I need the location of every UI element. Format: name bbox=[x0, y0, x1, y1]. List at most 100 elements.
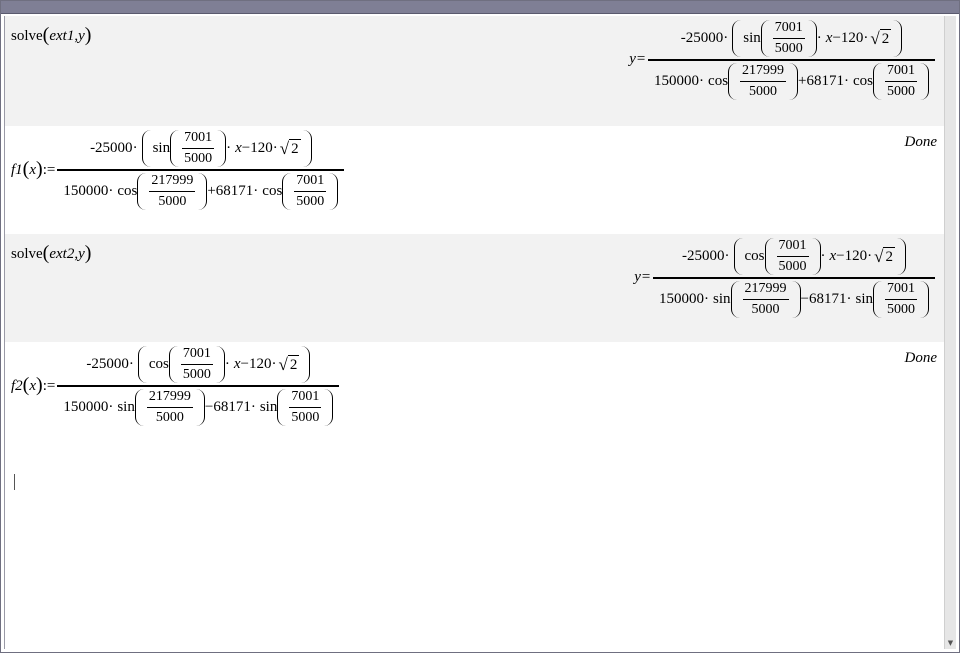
dot-operator: · bbox=[250, 398, 256, 415]
variable: x bbox=[29, 378, 37, 395]
angle-fraction: 7001 5000 bbox=[885, 63, 917, 100]
dot-operator: · bbox=[816, 30, 822, 46]
minus-operator: − bbox=[836, 248, 845, 264]
fraction-bar bbox=[57, 385, 340, 387]
fraction-numerator: 217999 bbox=[148, 388, 191, 404]
angle-fraction: 7001 5000 bbox=[885, 281, 917, 318]
trig-function: cos bbox=[117, 182, 138, 199]
paren-open: ( bbox=[22, 374, 30, 397]
coefficient: 120 bbox=[844, 248, 868, 264]
coefficient: -25000 bbox=[680, 30, 724, 46]
paren-close: ) bbox=[36, 374, 43, 397]
argument-expression: ext2 bbox=[49, 246, 75, 262]
dot-operator: · bbox=[128, 356, 134, 372]
dot-operator: · bbox=[844, 72, 849, 89]
command-input[interactable]: solve(ext2,y) bbox=[11, 242, 91, 265]
fraction-numerator: 7001 bbox=[887, 62, 915, 78]
coefficient: 150000 bbox=[63, 182, 109, 199]
minus-operator: − bbox=[832, 30, 841, 46]
argument-separator: , bbox=[74, 246, 79, 262]
plus-operator: + bbox=[207, 182, 216, 199]
paren-close: ) bbox=[36, 158, 43, 181]
dot-operator: · bbox=[226, 140, 232, 156]
coefficient: 120 bbox=[250, 140, 273, 156]
fraction-denominator: 5000 bbox=[887, 301, 915, 317]
minus-operator: − bbox=[800, 290, 809, 307]
paren-open: ( bbox=[42, 242, 50, 264]
trig-function: sin bbox=[713, 290, 731, 307]
dot-operator: · bbox=[699, 72, 705, 89]
radicand: 2 bbox=[879, 29, 892, 47]
vertical-scrollbar[interactable]: ▼ bbox=[944, 16, 956, 649]
fraction-numerator: 7001 bbox=[296, 172, 325, 188]
square-root: √2 bbox=[870, 29, 892, 49]
function-name: solve bbox=[11, 246, 43, 262]
paren-close: ) bbox=[84, 242, 92, 264]
done-status: Done bbox=[904, 350, 938, 366]
dot-operator: · bbox=[253, 182, 259, 199]
fraction-denominator: 5000 bbox=[155, 409, 184, 425]
fraction-denominator: 5000 bbox=[778, 259, 807, 274]
paren-group: 7001 5000 bbox=[873, 280, 929, 318]
variable: x bbox=[829, 248, 837, 264]
coefficient: 120 bbox=[840, 30, 864, 46]
fraction-denominator: 5000 bbox=[887, 83, 915, 99]
command-input[interactable]: solve(ext1,y) bbox=[11, 24, 91, 47]
radical-sign: √ bbox=[279, 138, 290, 158]
trig-function: cos bbox=[744, 248, 765, 264]
fraction-numerator: 7001 bbox=[887, 280, 915, 296]
dot-operator: · bbox=[132, 140, 138, 156]
angle-fraction: 217999 5000 bbox=[146, 388, 193, 426]
fraction-bar bbox=[648, 59, 935, 61]
dot-operator: · bbox=[271, 356, 277, 372]
coefficient: 68171 bbox=[213, 398, 251, 415]
paren-group: 217999 5000 bbox=[134, 388, 205, 426]
title-bar bbox=[1, 1, 959, 14]
plus-operator: + bbox=[798, 72, 807, 89]
trig-function: cos bbox=[853, 72, 873, 89]
dot-operator: · bbox=[224, 356, 230, 372]
trig-function: sin bbox=[117, 398, 135, 415]
function-definition-lhs: f2(x):= bbox=[11, 374, 55, 397]
scroll-down-arrow-icon[interactable]: ▼ bbox=[947, 639, 954, 647]
trig-function: sin bbox=[743, 30, 761, 46]
entry-line-cursor[interactable] bbox=[14, 474, 15, 490]
fraction-numerator: 7001 bbox=[182, 346, 211, 361]
fraction-denominator: 5000 bbox=[291, 409, 320, 425]
paren-group: 7001 5000 bbox=[873, 62, 929, 100]
dot-operator: · bbox=[108, 398, 114, 415]
fraction-denominator: 5000 bbox=[774, 41, 803, 56]
dot-operator: · bbox=[867, 248, 873, 264]
coefficient: 68171 bbox=[808, 290, 847, 307]
coefficient: 120 bbox=[248, 356, 272, 372]
argument-separator: , bbox=[74, 28, 79, 44]
paren-open: ( bbox=[42, 24, 50, 46]
dot-operator: · bbox=[863, 30, 869, 46]
trig-function: cos bbox=[262, 182, 283, 199]
